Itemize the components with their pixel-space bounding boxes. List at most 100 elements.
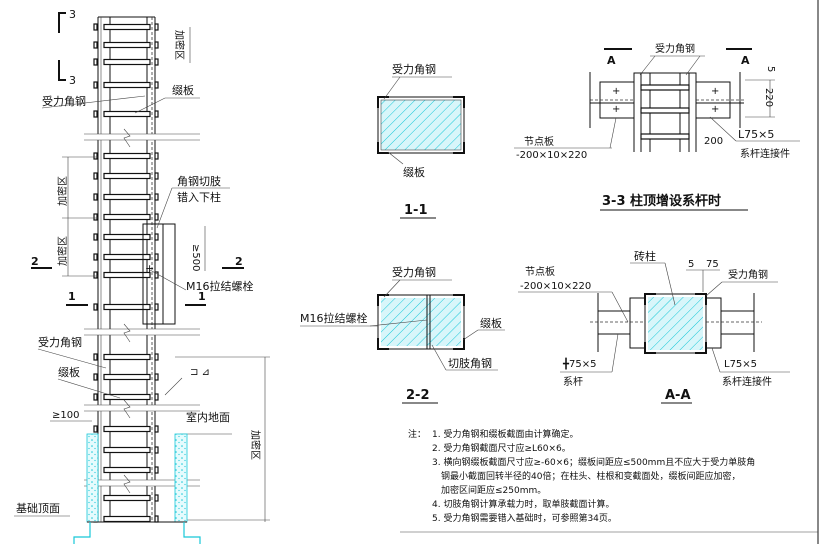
weld-tab (154, 81, 159, 89)
weld-tab (154, 466, 159, 474)
weld-tab (93, 193, 98, 201)
note-3-cont1: 钢最小截面回转半径的40倍；在柱头、柱根和变截面处，缀板间距应加密， (441, 470, 740, 482)
weld-tab (154, 253, 159, 261)
section-2-2: 受力角钢 M16拉结螺栓 缀板 切肢角钢 2-2 (300, 266, 505, 404)
weld-tab (93, 373, 98, 381)
dim-75: 75 (706, 259, 719, 270)
weld-tab (154, 193, 159, 201)
section-label-1-left: 1 (68, 290, 76, 303)
break-line (84, 128, 200, 148)
label-main-angle-top: 受力角钢 (42, 95, 86, 108)
weld-tab (154, 23, 159, 31)
label-foundation-top: 基础顶面 (16, 502, 60, 515)
weld-tab (93, 253, 98, 261)
weld-tab (154, 494, 159, 502)
dim-5: 5 (765, 66, 776, 72)
weld-tab (93, 110, 98, 118)
batten-plate (103, 233, 151, 241)
label-into-lower-column: 错入下柱 (177, 190, 221, 204)
weld-symbol: ⊐ ⊿ (190, 367, 210, 378)
batten-plate (103, 515, 151, 523)
break-line (84, 399, 200, 419)
label-connector-size: L75×5 (738, 128, 774, 141)
weld-tab (154, 152, 159, 160)
section-title-1-1: 1-1 (404, 203, 428, 218)
weld-tab (93, 425, 98, 433)
weld-tab (93, 41, 98, 49)
label-indoor-floor: 室内地面 (186, 410, 230, 424)
splice-dimension: ≥500 (190, 244, 201, 271)
batten-plate (103, 494, 151, 502)
svg-text:+: + (612, 86, 620, 97)
notes-label: 注： (408, 428, 426, 440)
section-label-2-right: 2 (235, 255, 243, 268)
batten-plate (103, 303, 151, 311)
weld-tab (93, 303, 98, 311)
section-title-a-a: A-A (665, 388, 691, 403)
weld-tab (154, 303, 159, 311)
label-gusset-size: -200×10×220 (520, 281, 591, 292)
batten-plate (103, 23, 151, 31)
label-gusset: 节点板 (524, 135, 554, 148)
dense-zone-label-top: 加密区 (173, 30, 186, 60)
weld-tab (154, 110, 159, 118)
dim-220: 220 (763, 88, 774, 107)
label-m16-bolt: M16拉结螺栓 (186, 279, 254, 293)
cut-mark-a-left: A (607, 54, 616, 67)
label-main-angle: 受力角钢 (392, 266, 436, 279)
label-m16-bolt: M16拉结螺栓 (300, 311, 368, 325)
batten-plate (103, 110, 151, 118)
weld-tab (154, 353, 159, 361)
svg-text:+: + (612, 104, 620, 115)
break-line (84, 323, 200, 343)
weld-tab (154, 271, 159, 279)
batten-plates (93, 23, 159, 523)
svg-text:+: + (711, 104, 719, 115)
foundation-outline (73, 522, 201, 544)
label-batten: 缀板 (480, 316, 502, 330)
svg-text:+: + (711, 86, 719, 97)
note-2: 2. 受力角钢截面尺寸应≥L60×6。 (432, 442, 571, 454)
label-main-angle-bottom: 受力角钢 (38, 336, 82, 349)
label-angle-cut: 角钢切肢 (177, 174, 221, 188)
label-tie-size: ╋75×5 (563, 357, 597, 370)
corner-angles (377, 96, 465, 154)
label-main-angle: 受力角钢 (392, 63, 436, 76)
section-label-3-bottom: 3 (69, 74, 76, 87)
note-1: 1. 受力角钢和缀板截面由计算确定。 (432, 428, 578, 440)
batten-plate (103, 446, 151, 454)
batten-plate (103, 425, 151, 433)
batten-plate (103, 393, 151, 401)
note-3: 3. 横向钢缀板截面尺寸应≥-60×6；缀板间距应≤500mm且不应大于受力单肢… (432, 456, 755, 468)
dim-200: 200 (704, 136, 723, 147)
batten-plate (103, 271, 151, 279)
weld-tab (154, 515, 159, 523)
concrete-encasement-left (86, 433, 99, 523)
weld-tab (154, 172, 159, 180)
label-connector: 系杆连接件 (722, 375, 772, 388)
weld-tab (154, 213, 159, 221)
batten-plate (103, 466, 151, 474)
batten-plate (103, 81, 151, 89)
batten-plate (103, 172, 151, 180)
dense-zone-label-bottom: 加密区 (249, 430, 262, 460)
weld-tab (154, 393, 159, 401)
brick-column-hatch (381, 100, 461, 150)
batten-plate (103, 253, 151, 261)
brick-column-hatch (648, 297, 703, 350)
label-batten-bottom: 缀板 (58, 365, 80, 379)
weld-tab (154, 58, 159, 66)
label-main-angle: 受力角钢 (728, 268, 768, 281)
dim-5: 5 (688, 259, 694, 270)
label-cut-angle: 切肢角钢 (448, 356, 492, 370)
note-5: 5. 受力角钢需要错入基础时，可参照第34页。 (432, 512, 617, 524)
note-3-cont2: 加密区间距应≤250mm。 (441, 484, 546, 496)
column-elevation: 3 3 + 加密区 加密区 加密区 受力角钢 缀板 (14, 8, 270, 544)
section-3-3: A A 受力角钢 ++ ++ 5 220 200 L75×5 系杆连接件 节点板… (514, 42, 800, 211)
batten-plate (103, 58, 151, 66)
label-connector: 系杆连接件 (740, 147, 790, 160)
weld-tab (93, 353, 98, 361)
label-main-angle: 受力角钢 (655, 42, 695, 55)
break-lines (84, 128, 200, 494)
